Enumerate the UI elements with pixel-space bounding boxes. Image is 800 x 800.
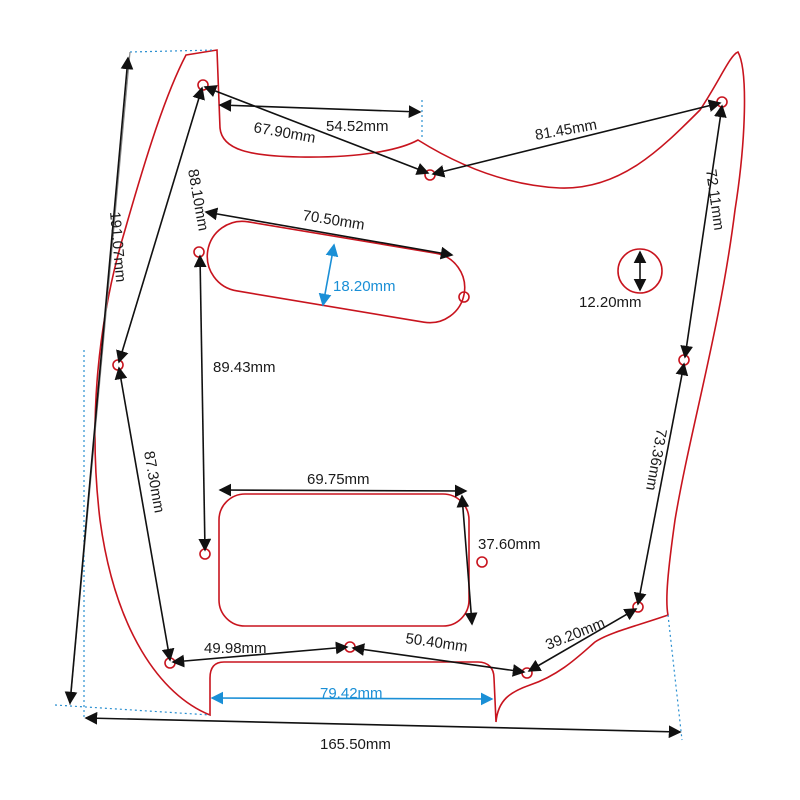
label-bottom-right: 39.20mm <box>543 615 607 654</box>
label-hole1-hole2: 67.90mm <box>252 119 317 147</box>
bridge-pickup-slot <box>218 493 470 627</box>
label-bridge-pickup-length: 69.75mm <box>307 471 370 488</box>
label-hole2-hole3: 81.45mm <box>534 116 599 144</box>
pickguard-outline <box>94 49 746 723</box>
label-control-hole: 12.20mm <box>579 294 642 311</box>
neck-pickup-slot <box>206 220 466 324</box>
label-neck-pickup-width: 18.20mm <box>333 278 396 295</box>
label-overall-width: 165.50mm <box>320 736 391 753</box>
label-left-lower: 87.30mm <box>140 450 168 515</box>
control-hole <box>617 248 663 294</box>
label-bottom-left: 49.98mm <box>204 640 267 657</box>
label-pickup-mount-spacing: 89.43mm <box>213 359 276 376</box>
label-top-cutout-width: 54.52mm <box>326 118 389 135</box>
label-bridge-pickup-width: 37.60mm <box>478 536 541 553</box>
label-bottom-cutout-width: 79.42mm <box>320 685 383 702</box>
dimension-arrows <box>64 56 727 739</box>
label-overall-height: 191.07mm <box>106 211 129 283</box>
label-bottom-mid: 50.40mm <box>404 630 468 656</box>
label-right-upper: 72.11mm <box>702 168 727 231</box>
label-hole1-left: 88.10mm <box>184 168 212 233</box>
